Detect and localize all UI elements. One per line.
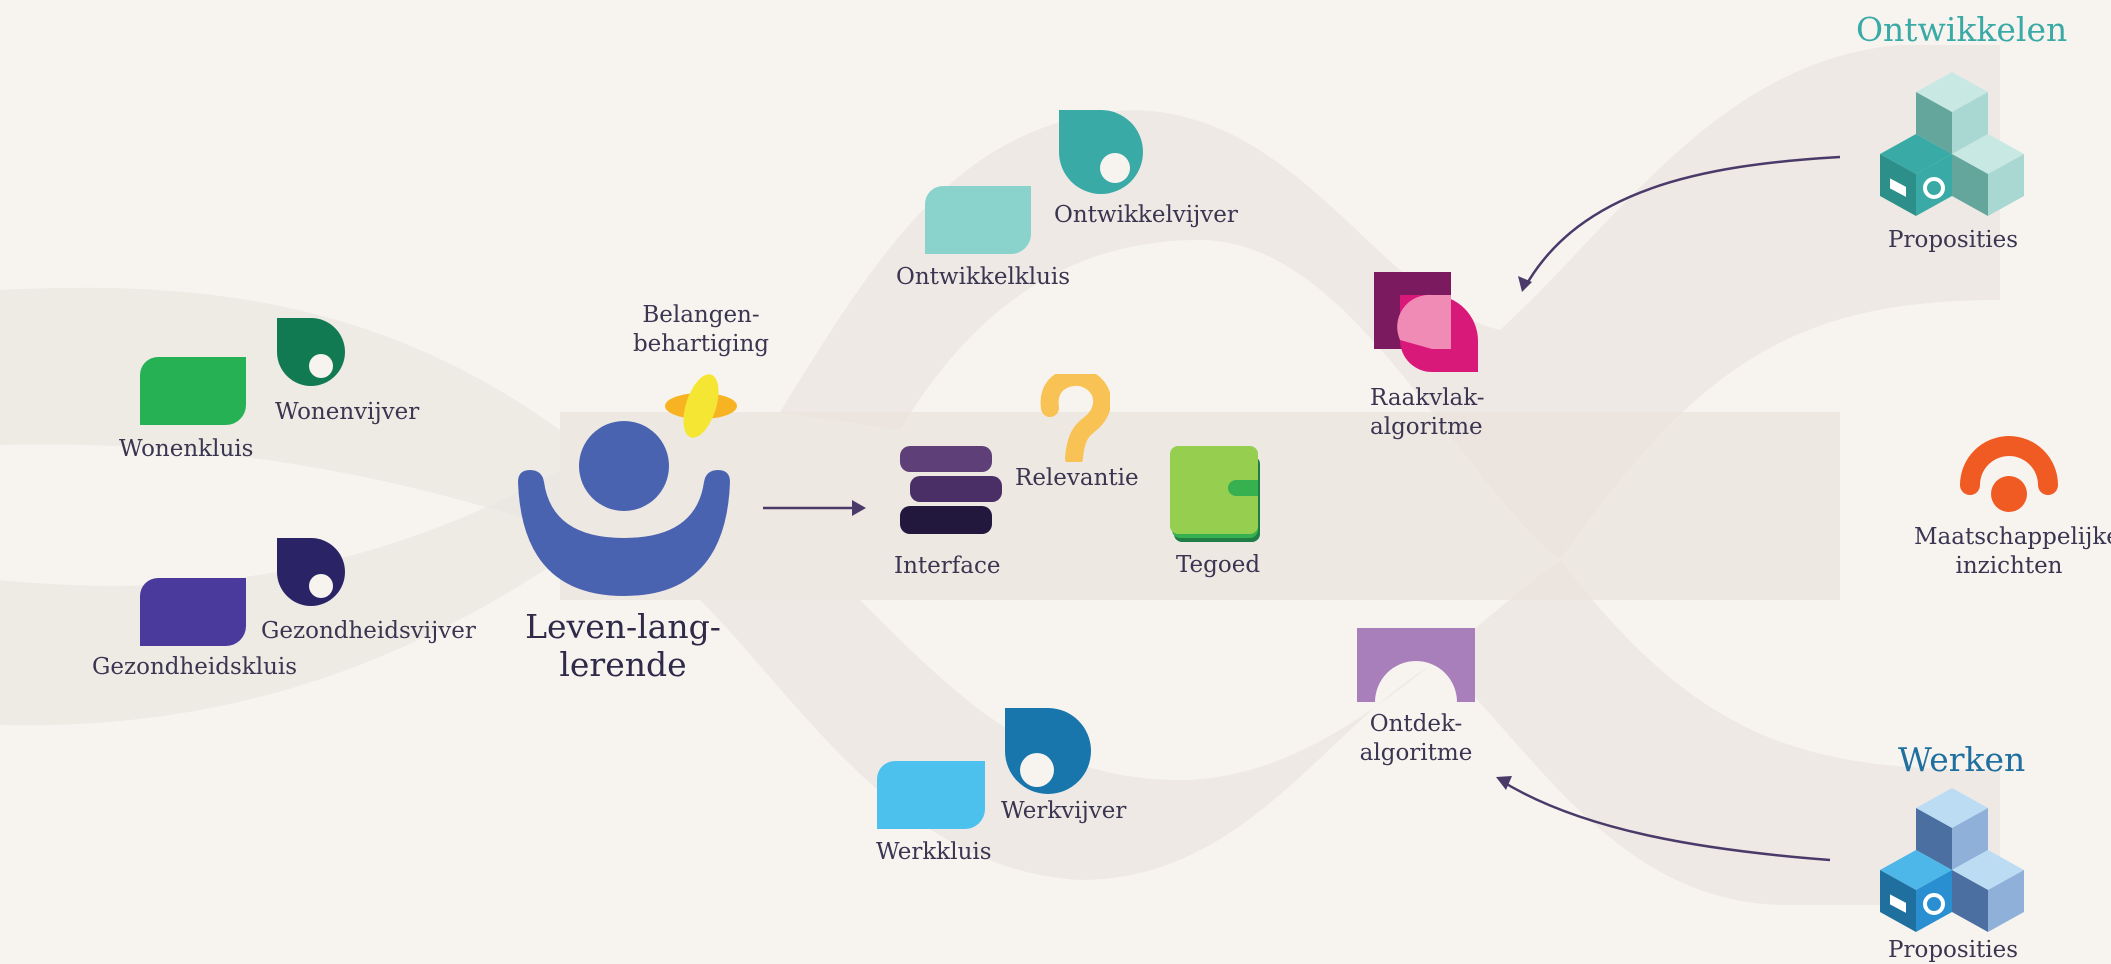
tegoed-label: Tegoed [1176, 552, 1261, 578]
arrowhead-interface [852, 500, 866, 516]
heading-werken: Werken [1898, 740, 2026, 779]
ontdek-line-2: algoritme [1359, 740, 1473, 766]
werkvijver-label: Werkvijver [1001, 798, 1127, 824]
raakvlak-line-1: Raakvlak- [1370, 385, 1485, 411]
arrow-proposities-raakvlak [1523, 155, 1841, 288]
maatschappelijk-label: Maatschappelijke inzichten [1914, 523, 2111, 581]
maatschappelijk-icon [1960, 436, 2058, 512]
ontdek-icon [1357, 628, 1475, 702]
belangen-line-1: Belangen- [642, 302, 760, 328]
ontdek-line-1: Ontdek- [1369, 711, 1463, 737]
person-line-2: lerende [559, 645, 687, 684]
arrow-proposities-ontdek [1499, 778, 1831, 862]
wonenvijver-icon [277, 318, 345, 386]
tegoed-icon [1170, 446, 1260, 542]
gezondheidsvijver-label: Gezondheidsvijver [261, 618, 476, 644]
ontwikkelvijver-icon [1059, 110, 1143, 194]
person-icon [518, 421, 730, 596]
flow-band-wonen [0, 287, 560, 530]
flow-band-werken [700, 560, 2000, 905]
raakvlak-label: Raakvlak- algoritme [1370, 384, 1485, 442]
werkkluis-label: Werkkluis [876, 839, 992, 865]
arrowhead-ontdek [1496, 776, 1512, 790]
interface-icon [900, 446, 1002, 534]
wonenvijver-label: Wonenvijver [275, 399, 420, 425]
gezondheidskluis-icon [140, 578, 246, 646]
heading-ontwikkelen: Ontwikkelen [1856, 10, 2068, 49]
relevantie-label: Relevantie [1015, 465, 1139, 491]
werkkluis-icon [877, 761, 985, 829]
proposities-bottom-label: Proposities [1888, 937, 2019, 963]
gezondheidsvijver-icon [277, 538, 345, 606]
belangenbehartiging-icon [665, 374, 737, 438]
cubes-icon [1880, 72, 2024, 216]
gezondheidskluis-label: Gezondheidskluis [92, 654, 298, 680]
maatschappelijk-line-2: inzichten [1955, 553, 2063, 579]
person-line-1: Leven-lang- [525, 607, 721, 646]
ontwikkelkluis-label: Ontwikkelkluis [896, 264, 1071, 290]
arrowhead-raakvlak [1518, 276, 1532, 292]
relevantie-icon [1040, 374, 1110, 462]
interface-label: Interface [894, 553, 1001, 579]
cubes-icon [1880, 788, 2024, 932]
ontwikkelvijver-label: Ontwikkelvijver [1054, 202, 1238, 228]
person-label: Leven-lang- lerende [510, 608, 736, 684]
raakvlak-line-2: algoritme [1370, 414, 1483, 440]
raakvlak-icon [1374, 272, 1478, 372]
wonenkluis-label: Wonenkluis [119, 436, 254, 462]
belangenbehartiging-label: Belangen- behartiging [620, 301, 782, 359]
ontwikkelkluis-icon [925, 186, 1031, 254]
ontdek-label: Ontdek- algoritme [1358, 710, 1474, 768]
belangen-line-2: behartiging [632, 331, 770, 357]
maatschappelijk-line-1: Maatschappelijke [1914, 524, 2111, 550]
wonenkluis-icon [140, 357, 246, 425]
proposities-top-label: Proposities [1888, 227, 2019, 253]
werkvijver-icon [1005, 708, 1091, 794]
flow-band-gezondheid [0, 470, 560, 726]
